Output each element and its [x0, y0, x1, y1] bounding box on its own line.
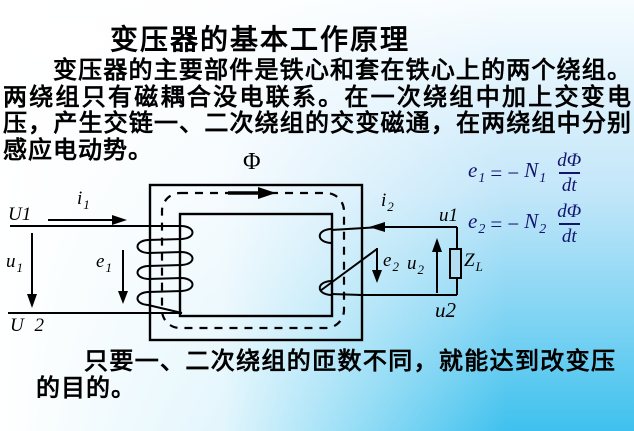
secondary-current-label: i2 — [381, 190, 394, 214]
i2-arrowhead — [369, 222, 385, 232]
erased-logo-blob — [8, 22, 108, 56]
primary-voltage-label: u1 — [6, 251, 23, 275]
primary-terminal-top-label: U1 — [8, 204, 32, 225]
emf-formula-secondary: e2 = − N2 dΦ dt — [468, 202, 584, 246]
load-label: ZL — [464, 250, 483, 274]
secondary-coil-bottom-lead — [330, 293, 363, 296]
conclusion-paragraph: 只要一、二次绕组的匝数不同，就能达到改变压的目的。 — [36, 349, 616, 402]
e1-arrow — [118, 250, 128, 304]
intro-paragraph: 变压器的主要部件是铁心和套在铁心上的两个绕组。两绕组只有磁耦合没电联系。在一次绕… — [3, 58, 632, 164]
primary-coil — [136, 225, 194, 314]
secondary-coil-crossover — [319, 248, 378, 292]
load-resistor — [449, 248, 462, 279]
emf-formula-primary: e1 = − N1 dΦ dt — [468, 151, 584, 195]
secondary-voltage-label: u2 — [407, 253, 424, 277]
secondary-terminal-bottom-label: u2 — [435, 298, 456, 322]
slide-title: 变压器的基本工作原理 — [110, 24, 411, 55]
core-inner-rect — [178, 212, 334, 318]
fraction: dΦ dt — [557, 150, 582, 196]
primary-emf-label: e1 — [96, 251, 112, 275]
secondary-emf-label: e2 — [383, 250, 399, 274]
fraction: dΦ dt — [557, 201, 582, 247]
flux-arrow — [228, 187, 276, 199]
secondary-coil-bottom-arc — [318, 280, 332, 296]
secondary-wire-top — [369, 222, 457, 232]
flux-phi-label: Φ — [243, 149, 261, 175]
e2-arrow — [372, 248, 382, 283]
u1-arrow — [27, 233, 37, 308]
i1-arrow — [48, 215, 127, 225]
primary-current-label: i1 — [77, 188, 90, 212]
u2-arrow — [432, 238, 442, 293]
secondary-coil-top-arc — [318, 228, 332, 244]
secondary-terminal-top-label: u1 — [439, 205, 458, 226]
core-outer-rect — [148, 183, 364, 342]
primary-terminal-bottom-label: U 2 — [10, 315, 47, 336]
